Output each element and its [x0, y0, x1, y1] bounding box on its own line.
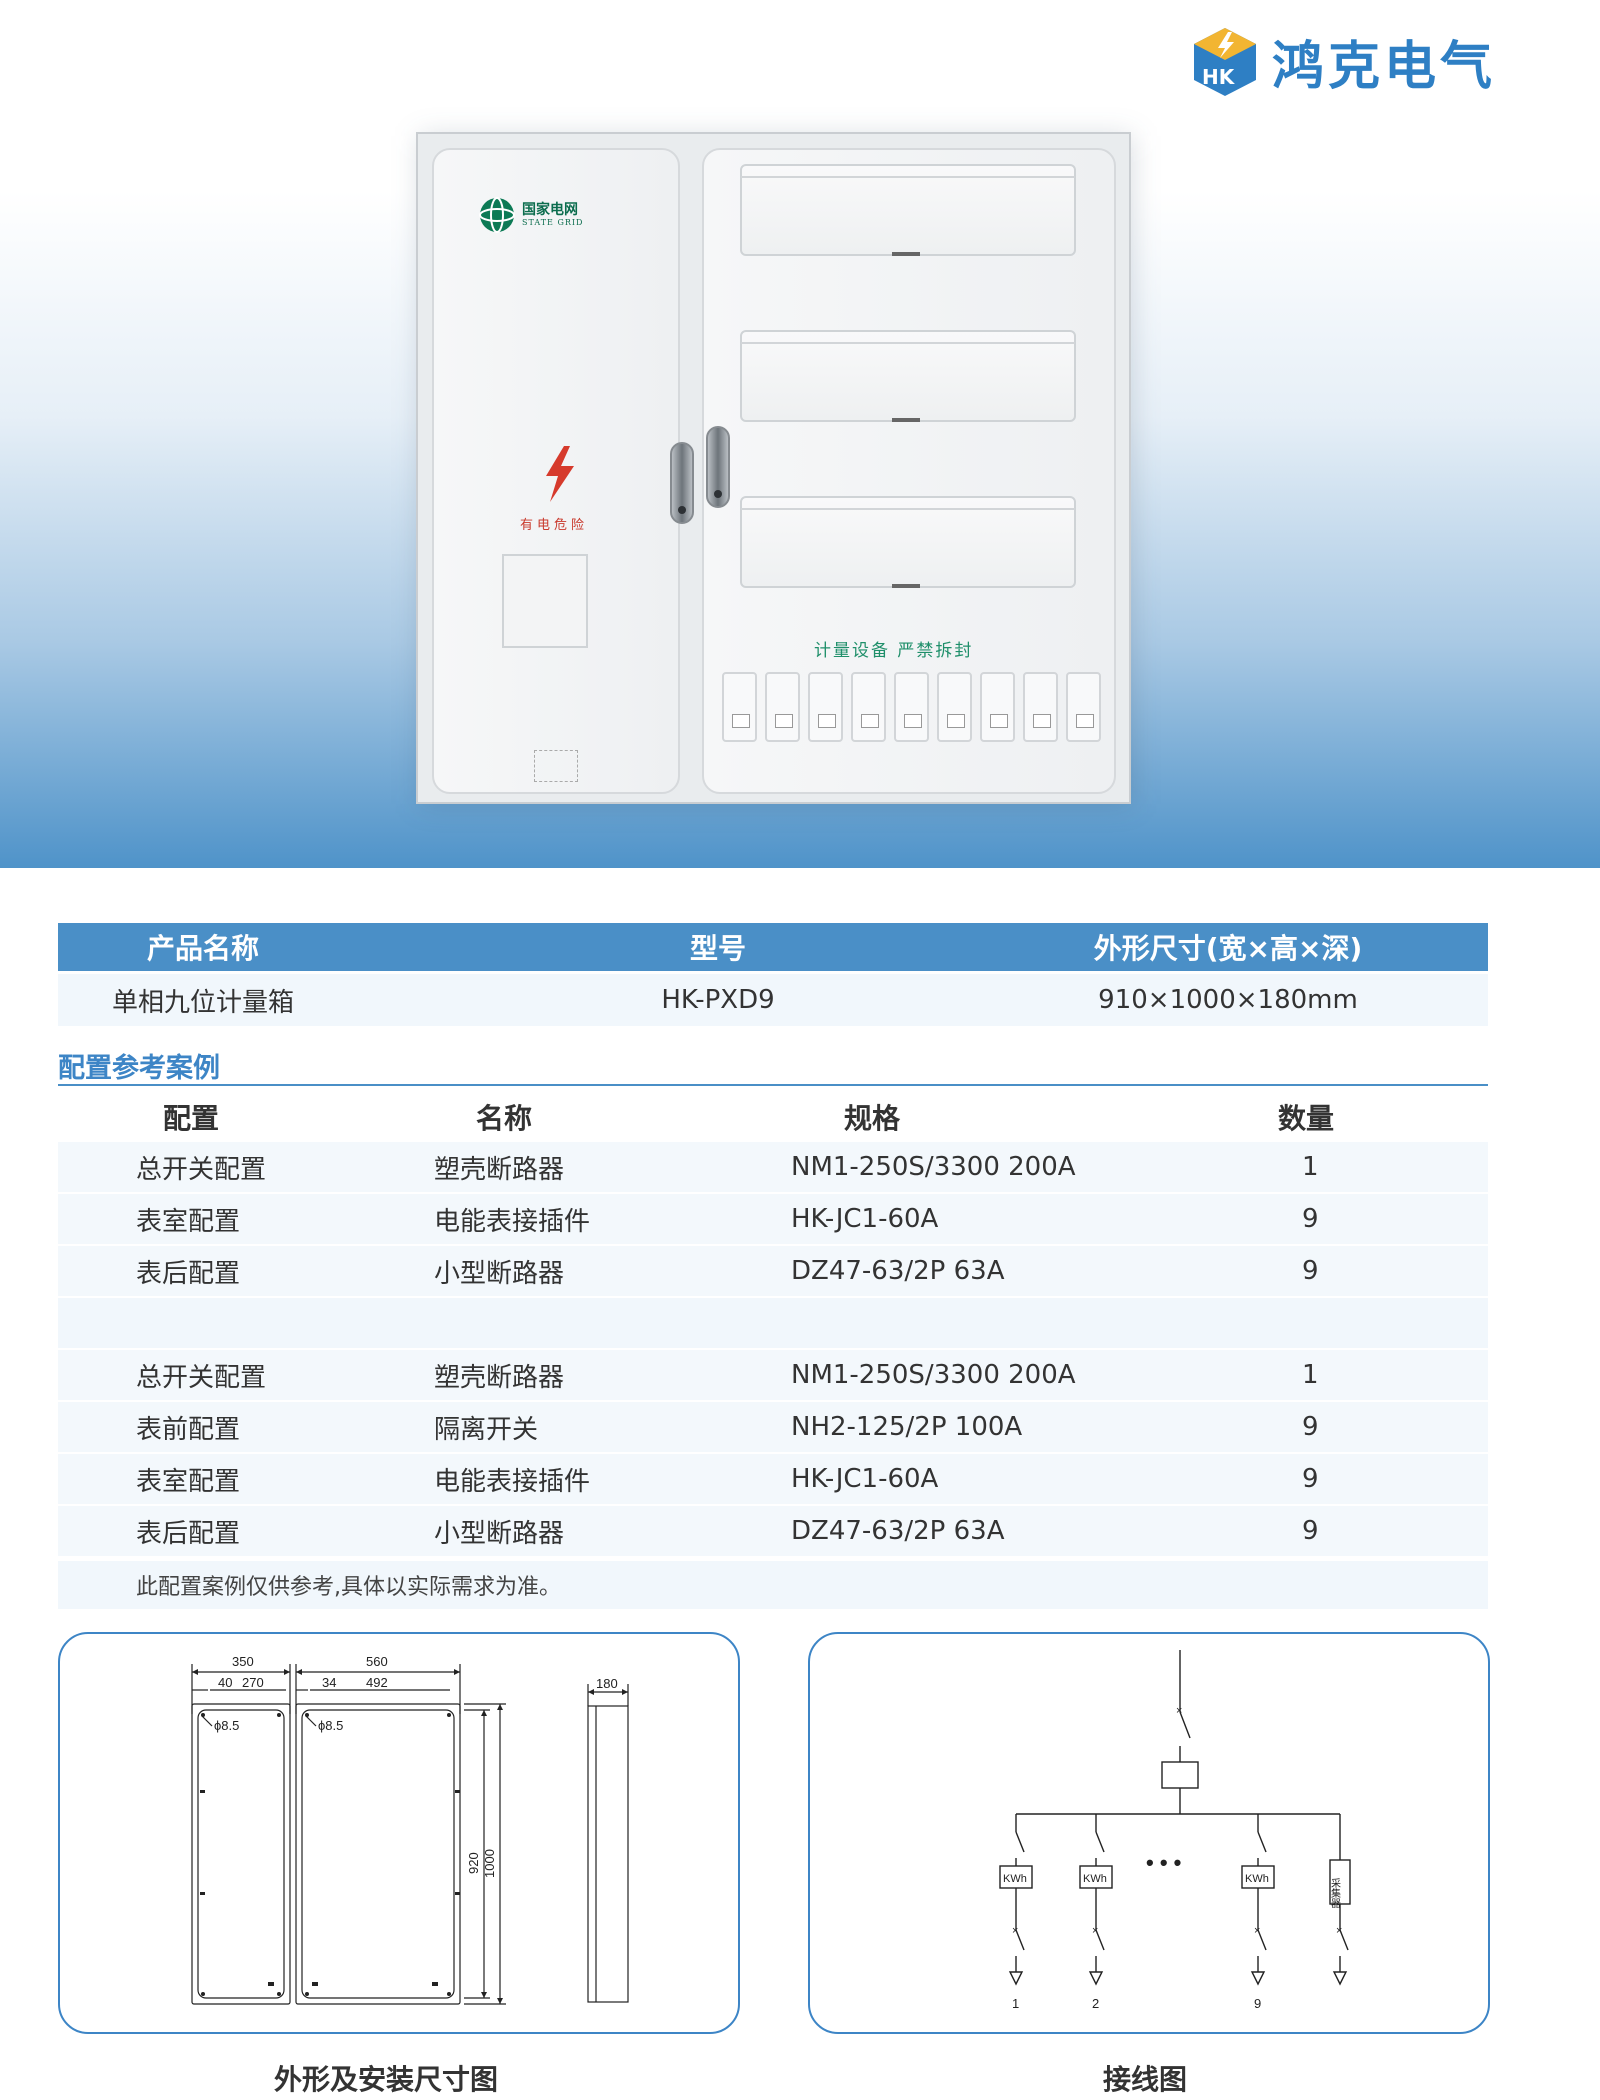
dim-hole-right: ϕ8.5 — [318, 1718, 343, 1733]
header-dimensions: 外形尺寸(宽×高×深) — [1093, 932, 1363, 965]
config-table-header: 配置 名称 规格 数量 — [58, 1092, 1488, 1142]
table-row-spacer — [58, 1298, 1488, 1350]
config-table: 配置 名称 规格 数量 总开关配置 塑壳断路器 NM1-250S/3300 20… — [58, 1092, 1488, 1558]
dim-right-offset: 34 — [322, 1675, 336, 1690]
product-table-row: 单相九位计量箱 HK-PXD9 910×1000×180mm — [58, 974, 1488, 1026]
meter-label-2: KWh — [1083, 1873, 1107, 1885]
svg-text:×: × — [1336, 1925, 1342, 1937]
svg-text:×: × — [1012, 1925, 1018, 1937]
config-note: 此配置案例仅供参考,具体以实际需求为准。 — [58, 1561, 1488, 1609]
breaker — [980, 672, 1015, 742]
svg-text:×: × — [1254, 1925, 1260, 1937]
table-row: 表后配置 小型断路器 DZ47-63/2P 63A 9 — [58, 1506, 1488, 1558]
brand-name: 鸿克电气 — [1272, 36, 1497, 97]
dim-depth: 180 — [596, 1676, 618, 1691]
breaker — [722, 672, 757, 742]
dim-height-outer: 1000 — [482, 1849, 497, 1878]
dim-width-right: 560 — [366, 1654, 388, 1669]
seal-warning-label: 计量设备 严禁拆封 — [814, 641, 974, 661]
breaker — [1023, 672, 1058, 742]
section-divider — [58, 1084, 1488, 1086]
state-grid-icon — [479, 197, 515, 233]
danger-label: 有电危险 — [520, 518, 589, 533]
table-row: 表室配置 电能表接插件 HK-JC1-60A 9 — [58, 1454, 1488, 1506]
breaker — [765, 672, 800, 742]
product-table-header: 产品名称 型号 外形尺寸(宽×高×深) — [58, 923, 1488, 971]
hero-banner: HK 鸿克电气 国家电网 STATE GRID 有电危险 — [0, 0, 1600, 868]
breaker-row — [722, 672, 1101, 742]
wiring-diagram-caption: 接线图 — [1103, 2063, 1188, 2096]
meter-window — [740, 496, 1076, 588]
state-grid-en: STATE GRID — [522, 218, 584, 227]
header-spec: 规格 — [844, 1102, 901, 1135]
state-grid-cn: 国家电网 — [522, 202, 578, 218]
breaker — [808, 672, 843, 742]
wiring-diagram: × × × × × KWh KWh KWh 采集器 • • • 1 2 9 — [999, 1650, 1351, 2011]
branch-number-1: 1 — [1012, 1996, 1019, 2011]
meter-label-1: KWh — [1003, 1873, 1027, 1885]
dimension-drawing-caption: 外形及安装尺寸图 — [274, 2063, 499, 2096]
left-door: 国家电网 STATE GRID 有电危险 — [432, 148, 694, 794]
dim-right-inner: 492 — [366, 1675, 388, 1690]
left-door-handle — [670, 442, 694, 524]
svg-text:HK: HK — [1202, 65, 1236, 89]
meter-view-window — [502, 554, 588, 648]
product-name: 单相九位计量箱 — [111, 987, 294, 1018]
right-door-handle — [706, 426, 730, 508]
breaker — [894, 672, 929, 742]
branch-number-2: 2 — [1092, 1996, 1099, 2011]
hk-logo-icon: HK — [1194, 27, 1256, 96]
breaker — [1066, 672, 1101, 742]
table-row: 表后配置 小型断路器 DZ47-63/2P 63A 9 — [58, 1246, 1488, 1298]
dim-left-offset: 40 — [218, 1675, 232, 1690]
meter-label-9: KWh — [1245, 1873, 1269, 1885]
header-qty: 数量 — [1278, 1102, 1335, 1135]
svg-text:×: × — [1092, 1925, 1098, 1937]
breaker — [851, 672, 886, 742]
meter-cabinet-photo: 国家电网 STATE GRID 有电危险 计量设备 严禁拆封 — [416, 132, 1131, 804]
right-door: 计量设备 严禁拆封 — [702, 148, 1116, 794]
breaker — [937, 672, 972, 742]
collector-label: 采集器 — [1329, 1878, 1341, 1909]
dim-left-inner: 270 — [242, 1675, 264, 1690]
wiring-diagram-panel: × × × × × KWh KWh KWh 采集器 • • • 1 2 9 — [808, 1632, 1490, 2034]
product-dimensions: 910×1000×180mm — [1098, 985, 1358, 1015]
dim-hole-left: ϕ8.5 — [214, 1718, 239, 1733]
dimension-drawing-panel: 350 560 40 270 34 492 180 ϕ8.5 ϕ8.5 920 … — [58, 1632, 740, 2034]
meter-window — [740, 330, 1076, 422]
branch-number-9: 9 — [1254, 1996, 1261, 2011]
table-row: 总开关配置 塑壳断路器 NM1-250S/3300 200A 1 — [58, 1142, 1488, 1194]
dimension-drawing: 350 560 40 270 34 492 180 ϕ8.5 ϕ8.5 920 … — [191, 1654, 629, 2005]
header-product-name: 产品名称 — [146, 932, 259, 965]
header-config: 配置 — [163, 1102, 220, 1135]
branch-ellipsis: • • • — [1146, 1850, 1181, 1875]
product-model: HK-PXD9 — [661, 985, 775, 1015]
dim-width-left: 350 — [232, 1654, 254, 1669]
card-slot — [534, 750, 578, 782]
table-row: 表室配置 电能表接插件 HK-JC1-60A 9 — [58, 1194, 1488, 1246]
config-section-title: 配置参考案例 — [58, 1053, 220, 1084]
state-grid-logo: 国家电网 STATE GRID — [478, 196, 583, 234]
brand-logo: HK 鸿克电气 — [1192, 24, 1496, 99]
header-model: 型号 — [689, 932, 746, 965]
meter-window — [740, 164, 1076, 256]
dim-height-inner: 920 — [466, 1852, 481, 1874]
table-row: 总开关配置 塑壳断路器 NM1-250S/3300 200A 1 — [58, 1350, 1488, 1402]
svg-text:×: × — [1176, 1705, 1182, 1717]
lightning-warning-icon — [546, 446, 574, 502]
header-name: 名称 — [476, 1102, 533, 1135]
table-row: 表前配置 隔离开关 NH2-125/2P 100A 9 — [58, 1402, 1488, 1454]
